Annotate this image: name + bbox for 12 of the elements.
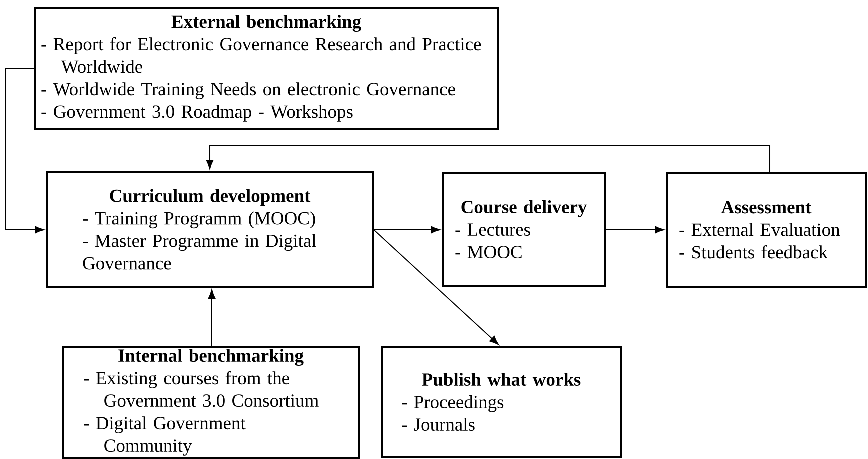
arrow — [374, 230, 499, 346]
process-box: External benchmarking - Report for Electronic Governance Research and Practice Worldwide - Worldwide Training Needs on electronic Governance - Government 3.0 Roadmap - Workshops — [34, 7, 499, 130]
arrow — [208, 290, 216, 346]
process-box: Assessment - External Evaluation - Students feedback — [666, 172, 867, 288]
process-box: Curriculum development - Training Programm (MOOC) - Master Programme in Digital Governance — [46, 171, 374, 288]
process-box: Internal benchmarking - Existing courses from the Government 3.0 Consortium - Digital Government Community — [62, 346, 360, 459]
arrow — [206, 146, 770, 172]
process-box: Course delivery - Lectures - MOOC — [442, 172, 606, 287]
process-box: Publish what works - Proceedings - Journals — [381, 346, 622, 458]
arrow — [606, 226, 664, 234]
arrow — [6, 68, 44, 234]
arrow — [374, 226, 440, 234]
